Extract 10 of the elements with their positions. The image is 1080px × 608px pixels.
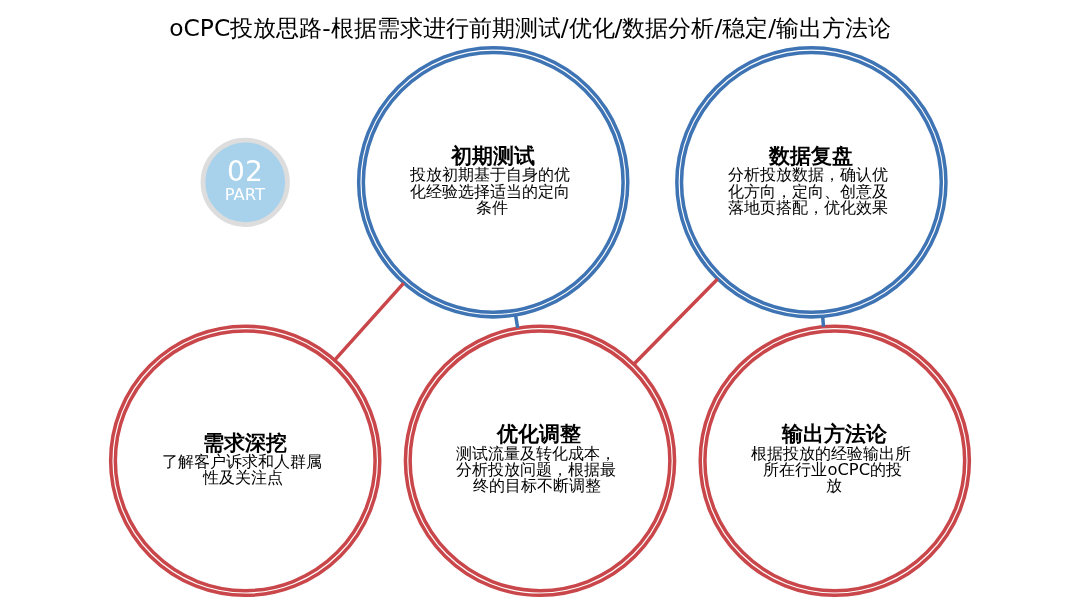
diagram-title: oCPC投放思路-根据需求进行前期测试/优化/数据分析/稳定/输出方法论 xyxy=(169,14,892,43)
connector xyxy=(513,314,520,329)
node-circle: 初期测试 投放初期基于自身的优化经验选择适当的定向条件 xyxy=(356,46,630,319)
node-circle: 数据复盘 分析投放数据，确认优化方向，定向、创意及落地页搭配，优化效果 xyxy=(675,46,948,319)
node-circle: 需求深挖 了解客户诉求和人群属性及关注点 xyxy=(108,324,382,598)
node-circle: 输出方法论 根据投放的经验输出所所在行业oCPC的投放 xyxy=(698,324,972,598)
node-circle: 优化调整 测试流量及转化成本，分析投放问题，根据最终的目标不断调整 xyxy=(403,324,677,598)
connector xyxy=(820,316,826,327)
connector xyxy=(632,277,719,366)
connector xyxy=(333,282,405,362)
